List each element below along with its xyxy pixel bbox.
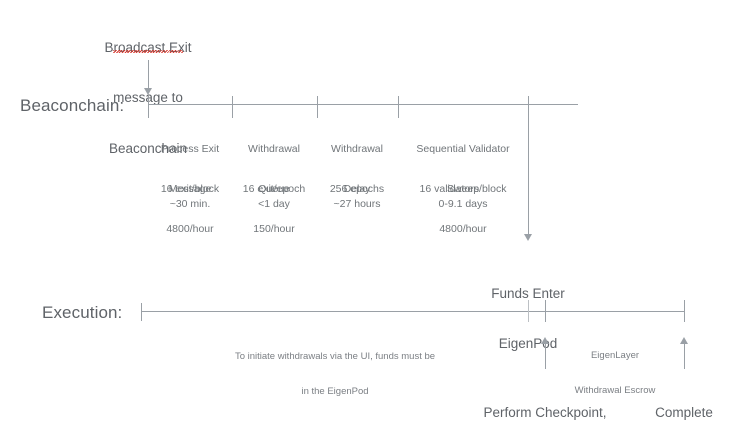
execution-axis [141, 311, 685, 312]
segment-2-title-line1: Withdrawal [331, 143, 383, 156]
execution-note-line1: To initiate withdrawals via the UI, fund… [234, 350, 436, 362]
segment-3-title-line1: Sequential Validator [416, 143, 510, 156]
segment-2-stat-line1: 256 epochs [329, 183, 385, 196]
broadcast-arrow-shaft [148, 60, 149, 89]
segment-0-stats: 16 exit/block 4800/hour [120, 157, 260, 262]
beaconchain-tick-1 [232, 96, 233, 118]
beaconchain-tick-0 [148, 96, 149, 118]
perform-checkpoint-label: Perform Checkpoint, Queue Withdrawal [435, 371, 655, 424]
complete-label-line1: Complete [655, 404, 713, 420]
segment-1-title-line2: Queue [258, 182, 290, 195]
segment-3-stat-line2: 4800/hour [439, 222, 487, 235]
segment-2-duration: ~27 hours [333, 198, 381, 210]
beaconchain-axis [148, 104, 578, 105]
segment-3-stat-line1: 16 validators/block [419, 183, 507, 196]
segment-1-stats: 16 exit/epoch 150/hour [204, 157, 344, 262]
segment-2-title: Withdrawal Delay [287, 117, 427, 222]
segment-0-stat-line1: 16 exit/block [160, 183, 220, 196]
funds-enter-arrow-shaft [528, 118, 529, 235]
execution-note-line2: in the EigenPod [301, 386, 369, 398]
segment-0-title-line1: Process Exit [160, 143, 220, 156]
broadcast-exit-line3: Beaconchain [108, 141, 188, 156]
complete-withdrawal-label: Complete Withdrawal [614, 371, 738, 424]
checkpoint-label-line1: Perform Checkpoint, [483, 404, 607, 420]
escrow-note-line1: EigenLayer [590, 349, 640, 361]
broadcast-arrow-head-icon [144, 88, 152, 95]
segment-2-stats: 256 epochs [287, 157, 427, 249]
escrow-note-line2: Withdrawal Escrow [574, 385, 656, 397]
eigenlayer-escrow-note: EigenLayer Withdrawal Escrow [550, 326, 680, 421]
execution-tick-complete [684, 300, 685, 322]
funds-enter-line1: Funds Enter [491, 285, 565, 301]
complete-arrow-shaft [684, 344, 685, 369]
beaconchain-tick-2 [317, 96, 318, 118]
lane-label-execution: Execution: [42, 303, 123, 322]
execution-instruction-note: To initiate withdrawals via the UI, fund… [165, 327, 505, 422]
beaconchain-tick-4 [528, 96, 529, 118]
segment-1-title: Withdrawal Queue [204, 117, 344, 222]
segment-1-duration: <1 day [258, 198, 290, 210]
broadcast-exit-line1: Broadcast Exit [104, 39, 192, 55]
checkpoint-arrow-shaft [545, 344, 546, 369]
lane-label-beaconchain: Beaconchain: [20, 96, 125, 115]
segment-2-title-line2: Delay [343, 182, 371, 195]
segment-0-stat-line2: 4800/hour [166, 222, 214, 235]
segment-1-title-line1: Withdrawal [248, 143, 300, 156]
segment-0-title-line2: Message [168, 182, 212, 195]
execution-tick-funds-enter [528, 300, 529, 322]
funds-enter-eigenpod-label: Funds Enter EigenPod [428, 252, 628, 387]
segment-1-stat-line2: 150/hour [253, 222, 295, 235]
broadcast-exit-line2: message to [113, 90, 183, 106]
segment-3-title: Sequential Validator Sweep [373, 117, 553, 222]
spellcheck-underline-icon [113, 50, 183, 53]
execution-tick-checkpoint [545, 300, 546, 322]
segment-3-duration: 0-9.1 days [438, 198, 488, 210]
segment-1-stat-line1: 16 exit/epoch [242, 183, 306, 196]
beaconchain-tick-3 [398, 96, 399, 118]
checkpoint-arrow-head-icon [541, 337, 549, 344]
segment-3-title-line2: Sweep [446, 182, 480, 195]
segment-0-title: Process Exit Message [120, 117, 260, 222]
funds-enter-arrow-head-icon [524, 234, 532, 241]
complete-arrow-head-icon [680, 337, 688, 344]
segment-0-duration: ~30 min. [169, 198, 211, 210]
execution-tick-start [141, 303, 142, 321]
segment-3-stats: 16 validators/block 4800/hour [373, 157, 553, 262]
